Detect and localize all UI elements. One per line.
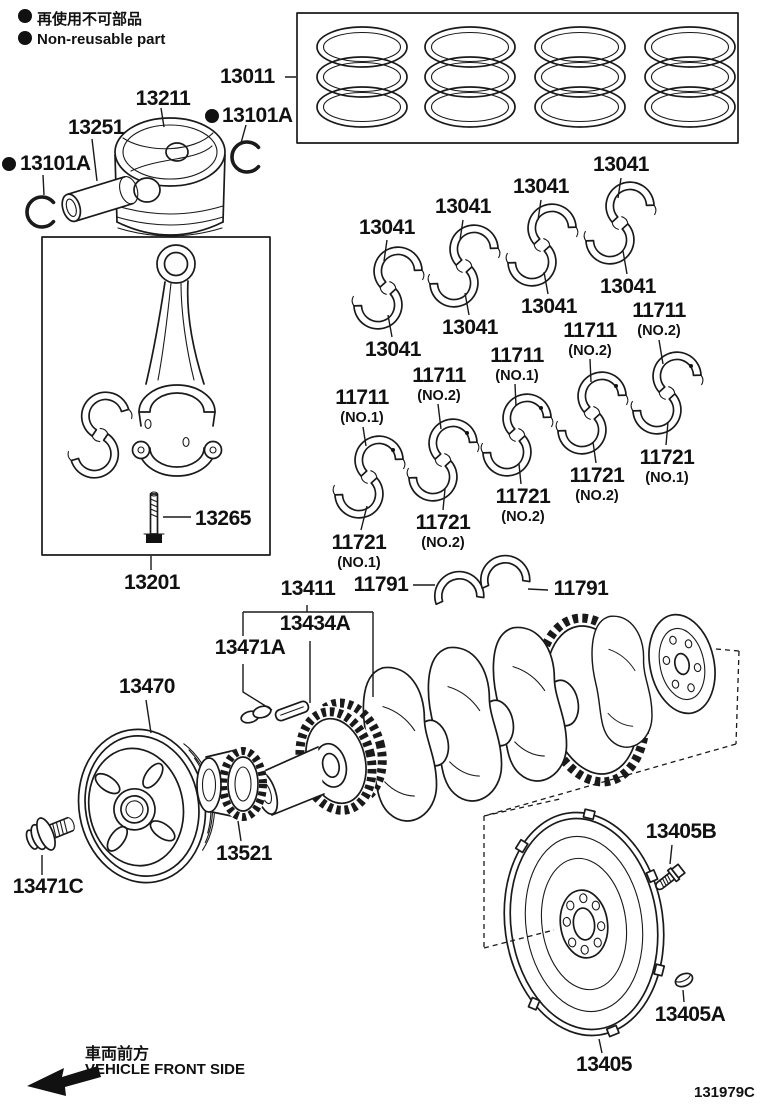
piston-drawing — [114, 117, 226, 237]
label-main-bearing-upper-1: 11711(NO.1) — [335, 386, 389, 426]
snap-ring-left-drawing — [25, 195, 56, 229]
drawing-code: 131979C — [694, 1084, 755, 1101]
non-reusable-bullet-icon — [205, 109, 219, 123]
label-main-bearing-lower-2: 11721(NO.2) — [415, 511, 471, 551]
label-pulley: 13470 — [119, 675, 175, 698]
label-pulley-bolt: 13471C — [12, 875, 84, 898]
label-rod-bearing: 13041 — [593, 153, 649, 176]
label-piston-rings: 13011 — [220, 65, 275, 88]
label-crankshaft: 13411 — [280, 577, 336, 600]
label-thrust-washer-left: 11791 — [353, 573, 409, 596]
label-rod-bearing: 13041 — [513, 175, 569, 198]
flywheel-bolt-drawing — [655, 863, 686, 891]
crankshaft-bracket-lines — [242, 605, 374, 711]
label-rod-bearing: 13041 — [365, 338, 421, 361]
label-piston: 13211 — [135, 87, 191, 110]
non-reusable-bullet-icon — [18, 31, 32, 45]
thrust-washer-right-drawing — [476, 551, 532, 590]
timing-gear-drawing — [196, 747, 267, 821]
label-pin-snap-ring-left: 13101A — [20, 152, 91, 175]
label-rod-bearing: 13041 — [359, 216, 415, 239]
label-rod-bearing: 13041 — [442, 316, 498, 339]
leader-lines — [41, 76, 685, 1054]
vehicle-front-jp: 車両前方 — [85, 1046, 150, 1063]
piston-pin-drawing — [61, 175, 139, 223]
label-main-bearing-lower-3: 11721(NO.2) — [495, 485, 551, 525]
pulley-bolt-drawing — [25, 816, 75, 851]
rod-bolt-drawing — [143, 491, 165, 543]
thrust-washer-left-drawing — [430, 567, 486, 606]
label-crankshaft-key: 13434A — [279, 612, 351, 635]
label-main-bearing-upper-2: 11711(NO.2) — [412, 364, 466, 404]
label-timing-gear: 13521 — [216, 842, 272, 865]
label-pin-snap-ring-right: 13101A — [222, 104, 293, 127]
pulley-drawing — [77, 728, 216, 884]
crankshaft-drawing — [240, 610, 716, 828]
label-flywheel-bolt: 13405B — [645, 820, 717, 843]
label-connecting-rod: 13201 — [124, 571, 180, 594]
label-main-bearing-lower-1: 11721(NO.1) — [331, 531, 387, 571]
non-reusable-bullet-icon — [18, 9, 32, 23]
label-crankshaft-washer: 13471A — [214, 636, 286, 659]
legend-en: Non-reusable part — [37, 31, 166, 48]
projection-dashed-lines — [483, 648, 740, 950]
label-main-bearing-upper-4: 11711(NO.2) — [563, 319, 617, 359]
label-main-bearing-lower-5: 11721(NO.1) — [639, 446, 695, 486]
label-main-bearing-lower-4: 11721(NO.2) — [569, 464, 625, 504]
legend-jp: 再使用不可部品 — [37, 11, 143, 28]
label-rod-bearing: 13041 — [600, 275, 656, 298]
snap-ring-right-drawing — [230, 140, 261, 174]
label-main-bearing-upper-3: 11711(NO.1) — [490, 344, 544, 384]
label-main-bearing-upper-5: 11711(NO.2) — [632, 299, 686, 339]
rod-bearing-in-box-drawing — [51, 379, 149, 491]
label-rod-bearing: 13041 — [435, 195, 491, 218]
non-reusable-bullet-icon — [2, 157, 16, 171]
vehicle-front-arrow — [27, 1066, 101, 1096]
label-rod-bearing: 13041 — [521, 295, 577, 318]
label-thrust-washer-right: 11791 — [553, 577, 609, 600]
label-flywheel: 13405 — [576, 1053, 632, 1076]
rod-bearings-drawing — [349, 175, 658, 336]
piston-rings-box — [296, 12, 739, 144]
label-rod-bolt: 13265 — [195, 507, 251, 530]
label-piston-pin: 13251 — [68, 116, 124, 139]
connecting-rod-box — [41, 236, 271, 556]
flywheel-drawing — [503, 808, 666, 1038]
flywheel-pin-drawing — [674, 972, 694, 988]
vehicle-front-en: VEHICLE FRONT SIDE — [85, 1061, 246, 1078]
label-flywheel-pin: 13405A — [654, 1003, 726, 1026]
